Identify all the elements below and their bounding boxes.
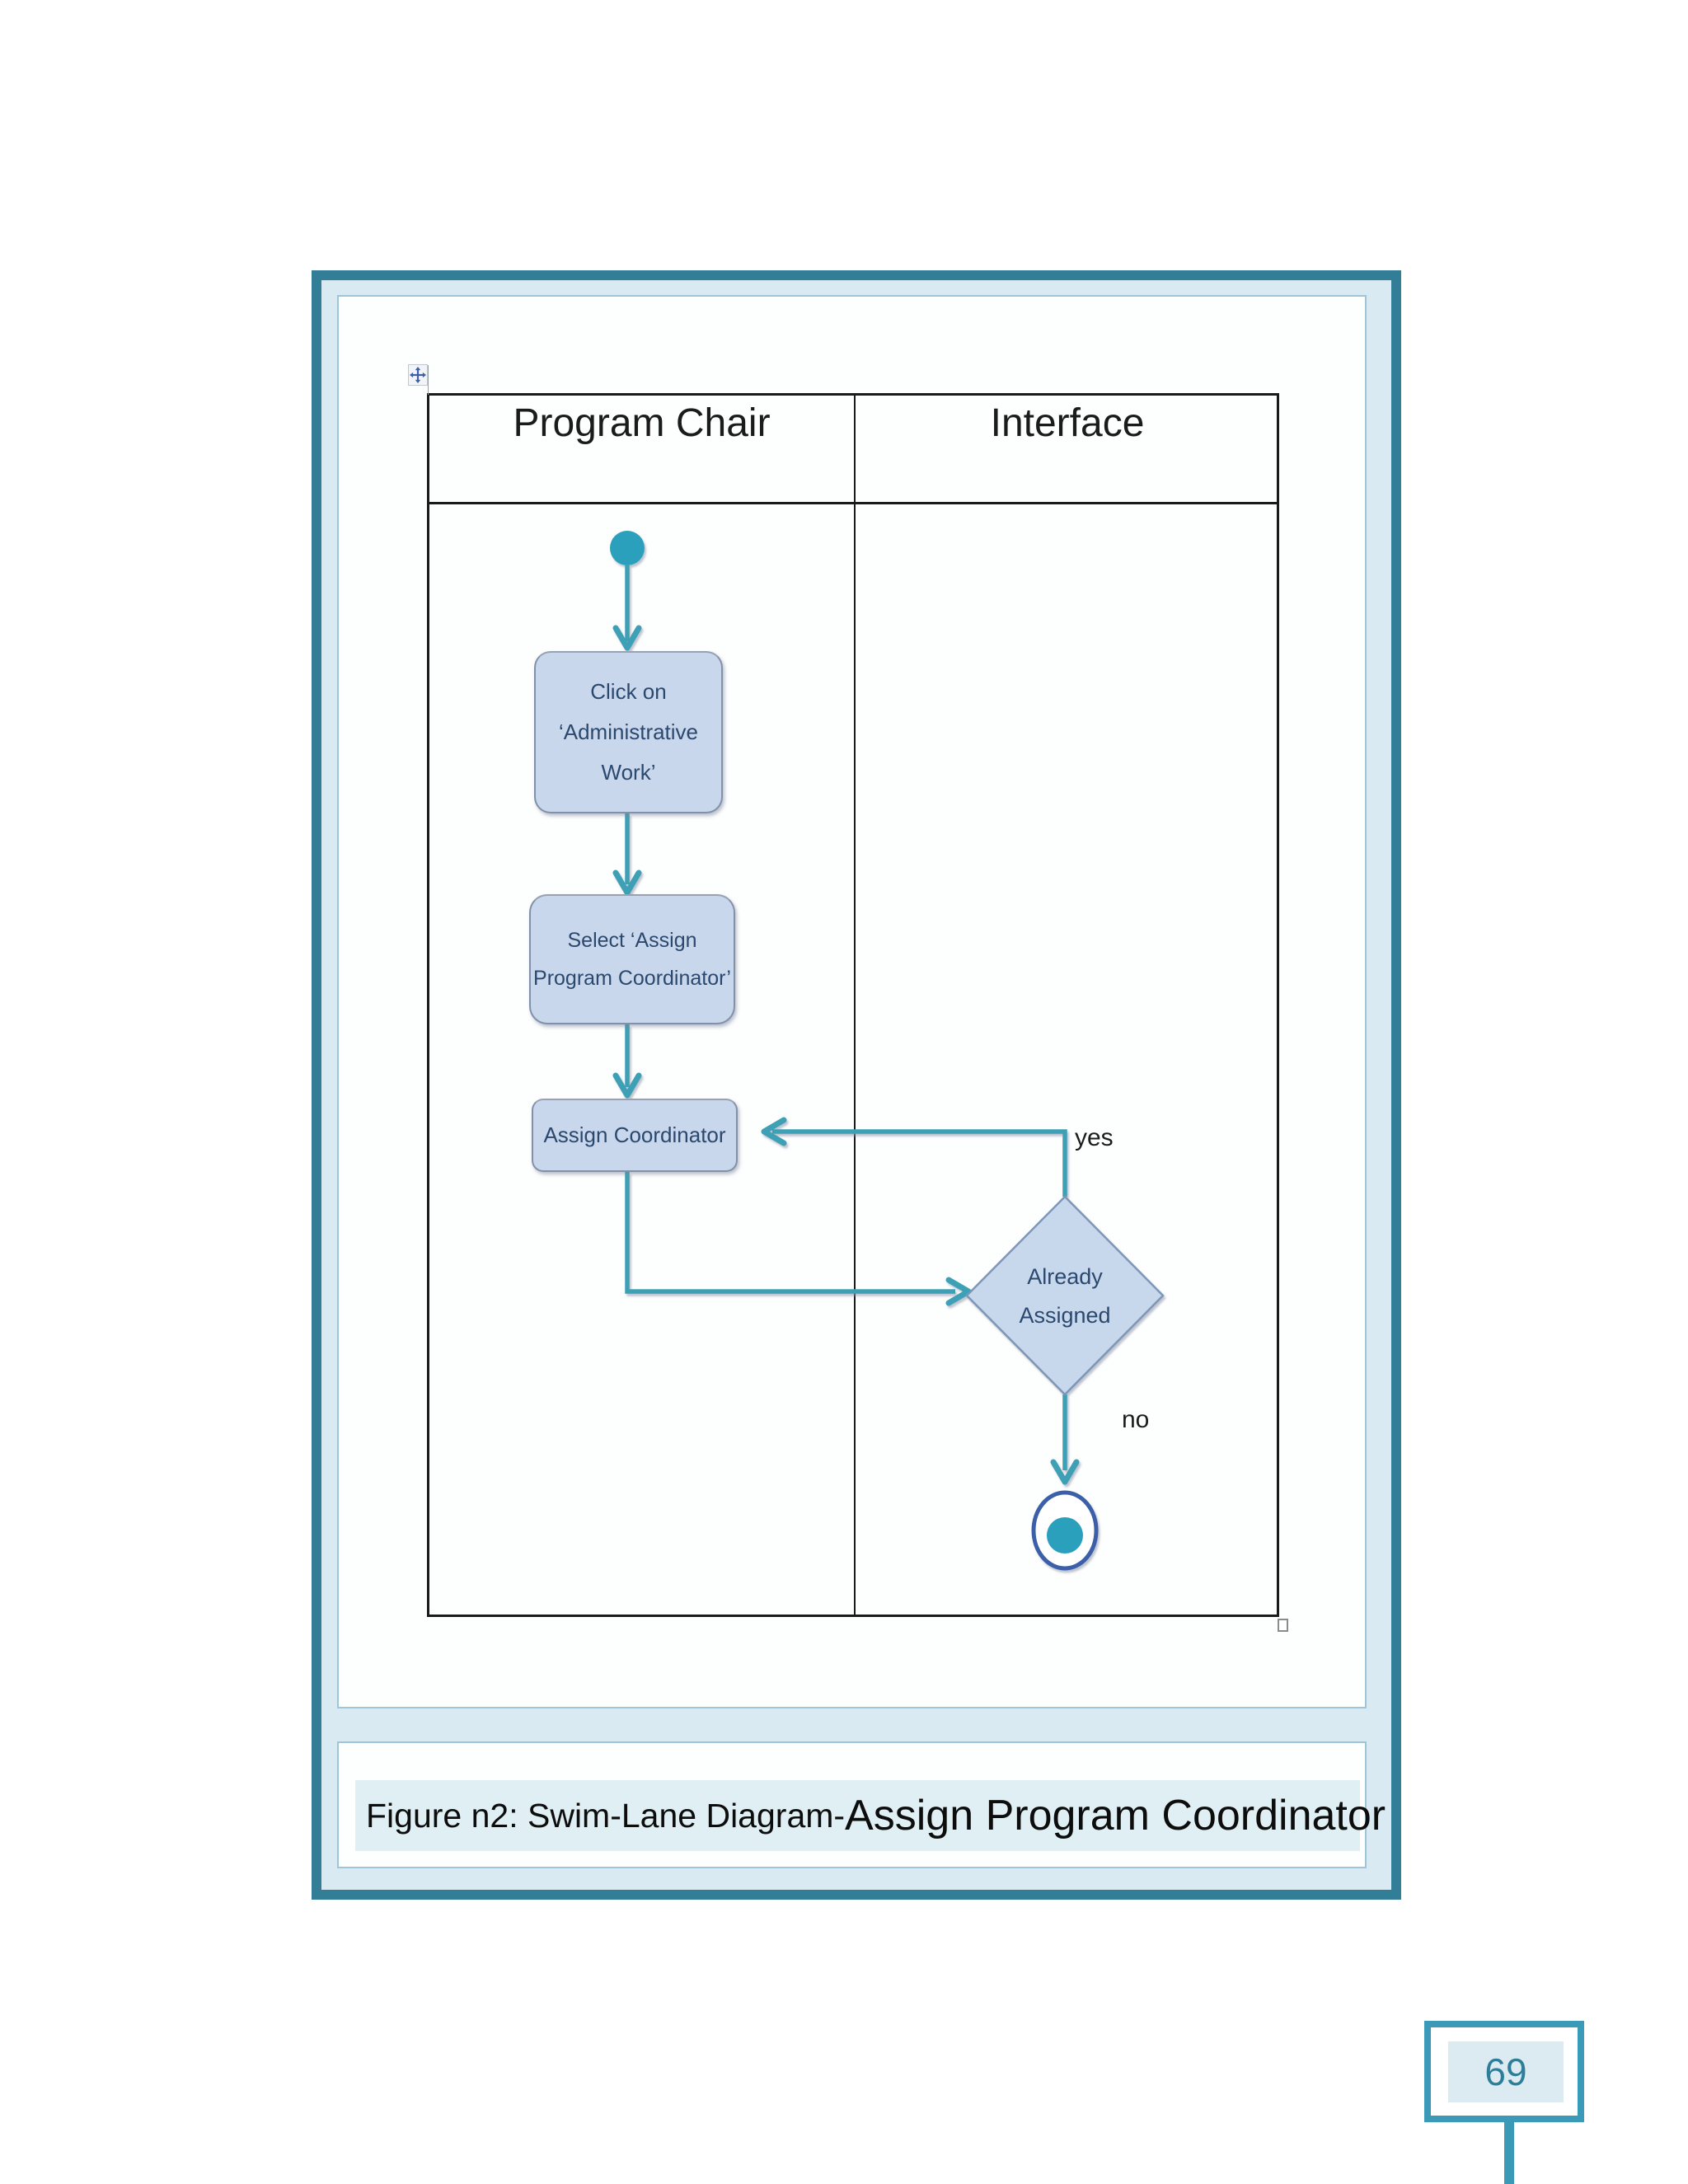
move-cross-icon [410,367,426,383]
page-number-stem [1504,2122,1514,2184]
caption-emphasis: Assign Program Coordinator [845,1792,1386,1840]
arrowheads [612,625,1080,1485]
edge-label-yes: yes [1075,1124,1114,1151]
edge-label-no: no [1122,1406,1149,1433]
activity-text-line: Click on [590,679,667,704]
activity-text-line: Assign Coordinator [543,1122,726,1147]
decision-label-line1: Already [1027,1264,1103,1289]
connector-lines [625,565,1067,1470]
decision-label-line2: Assigned [1019,1303,1110,1328]
activity-text-line: Work’ [601,760,656,785]
activity-select-assign-program-coordinator: Select ‘Assign Program Coordinator’ [529,894,735,1024]
page-number: 69 [1448,2041,1564,2102]
activity-click-administrative-work: Click on ‘Administrative Work’ [534,651,723,813]
header-separator [429,502,1277,504]
activity-text-line: Program Coordinator’ [533,967,731,990]
lane-header-interface: Interface [990,401,1145,445]
activity-assign-coordinator: Assign Coordinator [532,1099,738,1172]
figure-caption: Figure n2: Swim-Lane Diagram- Assign Pro… [355,1780,1386,1851]
swimlane-table: Program Chair Interface [427,393,1279,1617]
activity-text-line: Select ‘Assign [567,929,697,952]
decision-diamond [965,1195,1165,1396]
page-number-box: 69 [1424,2021,1584,2122]
start-node [610,531,645,565]
lane-divider [854,396,856,1615]
caption-prefix: Figure n2: Swim-Lane Diagram- [366,1796,846,1835]
activity-text-line: ‘Administrative [558,719,699,744]
figure-frame: Program Chair Interface [312,270,1401,1900]
flow-connectors: Already Assigned yes no [610,531,1165,1571]
table-resize-handle-icon[interactable] [1278,1619,1288,1632]
diagram-panel: Program Chair Interface [337,295,1367,1708]
caption-panel: Figure n2: Swim-Lane Diagram- Assign Pro… [337,1741,1386,1868]
lane-header-program-chair: Program Chair [513,401,771,445]
end-node-core [1047,1517,1083,1554]
table-move-handle-icon[interactable] [408,364,429,395]
